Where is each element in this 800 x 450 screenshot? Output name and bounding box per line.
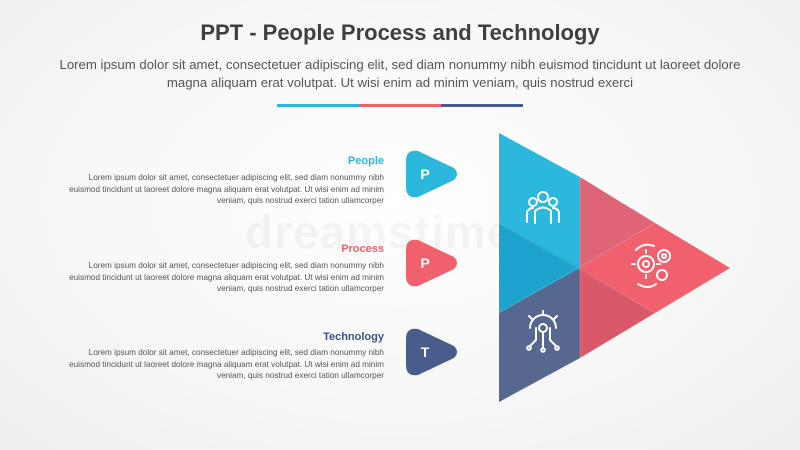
page-title: PPT - People Process and Technology	[200, 20, 600, 45]
item-text-process: Lorem ipsum dolor sit amet, consectetuer…	[69, 261, 384, 293]
circuit-gear-icon	[526, 310, 560, 353]
badge-process: P	[404, 238, 460, 288]
item-text-people: Lorem ipsum dolor sit amet, consectetuer…	[69, 173, 384, 205]
item-text-technology: Lorem ipsum dolor sit amet, consectetuer…	[69, 348, 384, 380]
item-label-technology: Technology	[323, 331, 384, 343]
item-label-people: People	[347, 155, 384, 167]
page-subtitle: Lorem ipsum dolor sit amet, consectetuer…	[59, 57, 741, 90]
badge-letter-technology: T	[420, 344, 430, 360]
badge-people: P	[404, 149, 460, 199]
gears-icon	[631, 243, 671, 288]
triangle-segment-process-lower	[580, 268, 655, 358]
divider-segment-process	[359, 104, 441, 107]
triangle-segment-people-lower	[499, 223, 580, 313]
badge-letter-people: P	[420, 166, 430, 182]
item-label-process: Process	[341, 243, 384, 255]
watermark: dreamstime	[245, 205, 513, 259]
triangle-segment-process-upper	[580, 177, 655, 268]
badge-letter-process: P	[420, 255, 430, 271]
badge-technology: T	[404, 327, 460, 377]
divider-segment-technology	[441, 104, 523, 107]
divider-segment-people	[277, 104, 359, 107]
triangle-segment-technology	[499, 268, 580, 402]
people-group-icon	[526, 191, 560, 224]
